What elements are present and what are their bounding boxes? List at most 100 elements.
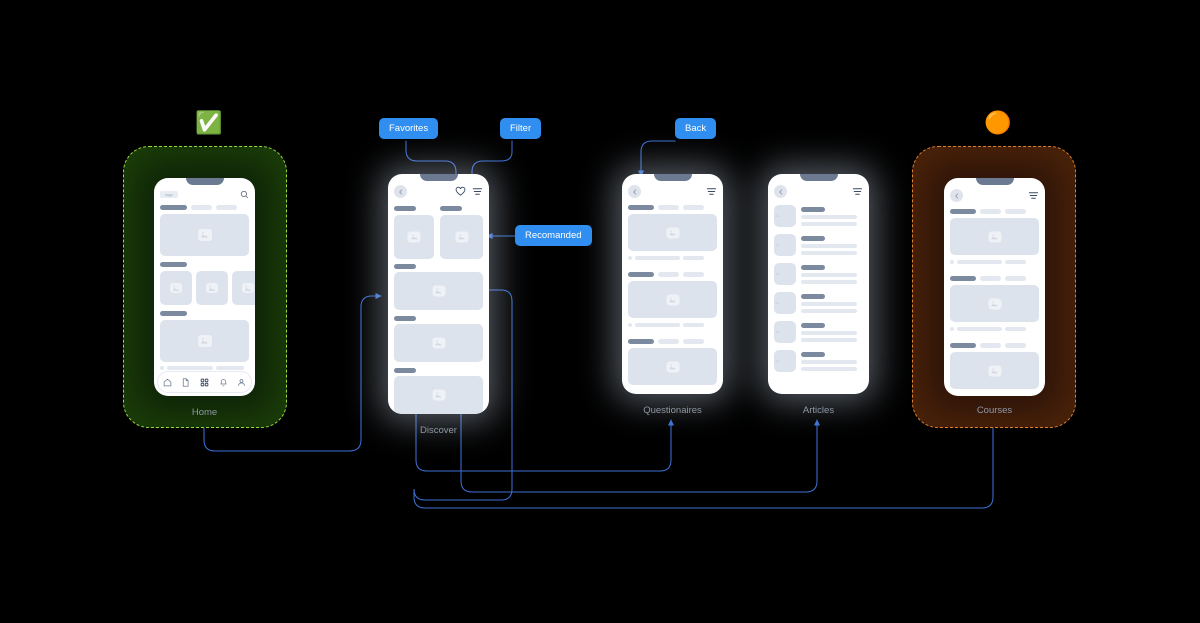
back-arrow-icon[interactable] [628,185,641,198]
list-item[interactable] [774,350,863,372]
section-title-bar [160,311,187,316]
bullet-dot [628,323,632,327]
annotation-recomanded[interactable]: Recomanded [515,225,592,246]
discover-topbar [394,185,483,198]
list-item-line [801,337,857,342]
document-icon[interactable] [181,377,190,387]
section-title-bar [628,272,654,277]
questionaires-item-header [628,205,704,210]
image-placeholder-icon [407,231,421,243]
list-item[interactable] [774,234,863,256]
articles-list [774,205,863,372]
home-section-1-header [160,205,249,210]
list-item-line [801,359,857,364]
list-item[interactable] [774,263,863,285]
image-placeholder-icon [206,283,218,293]
discover-card-4[interactable] [394,324,483,362]
list-item-line [801,279,857,284]
phone-discover[interactable] [388,174,489,414]
annotation-back[interactable]: Back [675,118,717,139]
courses-card[interactable] [950,352,1039,389]
screen-articles [768,174,869,394]
filter-icon[interactable] [1028,190,1039,201]
phone-notch [975,178,1014,185]
home-tile-card[interactable] [196,271,228,305]
person-icon[interactable] [237,378,246,387]
list-item-line [801,301,857,306]
list-item-line [801,330,857,335]
image-placeholder-icon [197,335,212,347]
back-arrow-icon[interactable] [950,189,963,202]
home-text-line [160,366,244,370]
home-tile-card[interactable] [160,271,192,305]
discover-card-3[interactable] [394,272,483,310]
section-title-bar [950,276,976,281]
caption-articles: Articles [802,405,835,416]
questionaires-card[interactable] [628,348,717,385]
chip-bar [658,339,679,344]
home-hero-card[interactable] [160,214,249,256]
list-item[interactable] [774,292,863,314]
screen-home: logo [154,178,255,396]
home-topbar: logo [160,190,249,199]
annotation-favorites[interactable]: Favorites [379,118,439,139]
list-item-line [801,221,857,226]
home-icon[interactable] [163,378,172,387]
image-placeholder-icon [774,234,786,246]
discover-card-5[interactable] [394,376,483,414]
home-bottom-nav [157,371,252,393]
phone-notch [799,174,838,181]
text-bar [1005,327,1026,331]
courses-card[interactable] [950,218,1039,255]
list-item-line [801,272,857,277]
chip-bar [1005,343,1026,348]
courses-meta-line [950,260,1026,264]
caption-questionaires: Questionaires [643,405,702,416]
phone-courses[interactable] [944,178,1045,396]
chip-bar [658,205,679,210]
list-item[interactable] [774,205,863,227]
logo-placeholder: logo [160,191,178,198]
filter-icon[interactable] [706,186,717,197]
search-icon[interactable] [240,190,249,199]
image-placeholder-icon [432,389,445,401]
section-title-bar [440,206,462,211]
heart-icon[interactable] [455,186,466,197]
list-item-title [801,322,825,328]
phone-questionaires[interactable] [622,174,723,394]
image-placeholder-icon [170,283,182,293]
phone-articles[interactable] [768,174,869,394]
filter-icon[interactable] [472,186,483,197]
list-item[interactable] [774,321,863,343]
section-title-bar [950,209,976,214]
image-placeholder-icon [432,285,445,297]
home-card-row [160,271,255,305]
courses-item-header [950,209,1026,214]
list-item-line [801,250,857,255]
filter-icon[interactable] [852,186,863,197]
home-hero-card[interactable] [160,320,249,362]
image-placeholder-icon [988,231,1001,242]
image-placeholder-icon [242,283,254,293]
home-tile-card[interactable] [232,271,255,305]
annotation-filter[interactable]: Filter [500,118,542,139]
image-placeholder-icon [666,227,679,238]
bell-icon[interactable] [219,378,228,387]
questionaires-card[interactable] [628,214,717,251]
discover-card-1[interactable] [394,215,434,259]
grid-icon[interactable] [200,378,209,387]
back-arrow-icon[interactable] [394,185,407,198]
back-arrow-icon[interactable] [774,185,787,198]
chip-bar [1005,209,1026,214]
phone-home[interactable]: logo [154,178,255,396]
courses-card[interactable] [950,285,1039,322]
image-placeholder-icon [432,337,445,349]
image-placeholder-icon [666,361,679,372]
questionaires-card[interactable] [628,281,717,318]
list-item-thumbnail [774,263,796,285]
discover-card-2[interactable] [440,215,483,259]
image-placeholder-icon [197,229,212,241]
articles-topbar [774,185,863,198]
text-bar [957,260,1002,264]
